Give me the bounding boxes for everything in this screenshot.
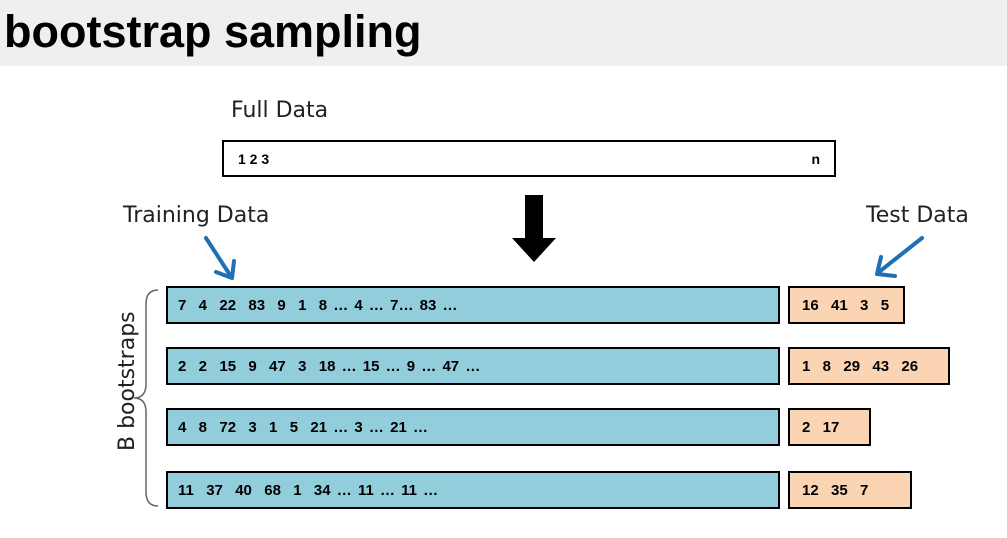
full-data-label: Full Data [231,98,329,123]
bootstrap-brace [133,289,159,507]
training-pointer-arrow-icon [204,236,236,280]
test-sample-box: 12 35 7 [788,471,912,509]
training-sample-values: 7 4 22 83 9 1 8 … 4 … 7… 83 … [178,297,458,314]
test-sample-values: 1 8 29 43 26 [802,358,919,375]
training-sample-values: 2 2 15 9 47 3 18 … 15 … 9 … 47 … [178,358,481,375]
test-sample-values: 12 35 7 [802,482,869,499]
down-arrow-icon [512,195,556,262]
test-pointer-arrow-icon [875,236,924,278]
full-data-start: 1 2 3 [238,151,270,167]
test-sample-values: 16 41 3 5 [802,297,890,314]
training-sample-box: 7 4 22 83 9 1 8 … 4 … 7… 83 … [166,286,780,324]
full-data-end: n [811,151,820,167]
training-sample-values: 4 8 72 3 1 5 21 … 3 … 21 … [178,419,428,436]
training-sample-values: 11 37 40 68 1 34 … 11 … 11 … [178,482,439,499]
full-data-box: 1 2 3 n [222,140,836,177]
test-sample-box: 2 17 [788,408,871,446]
training-sample-box: 4 8 72 3 1 5 21 … 3 … 21 … [166,408,780,446]
training-sample-box: 2 2 15 9 47 3 18 … 15 … 9 … 47 … [166,347,780,385]
test-sample-box: 16 41 3 5 [788,286,905,324]
title-band [0,0,1007,66]
test-data-label: Test Data [866,203,969,228]
training-sample-box: 11 37 40 68 1 34 … 11 … 11 … [166,471,780,509]
test-sample-box: 1 8 29 43 26 [788,347,950,385]
b-bootstraps-label: B bootstraps [115,311,140,451]
training-data-label: Training Data [123,203,270,228]
test-sample-values: 2 17 [802,419,840,436]
page-title: bootstrap sampling [4,6,422,57]
